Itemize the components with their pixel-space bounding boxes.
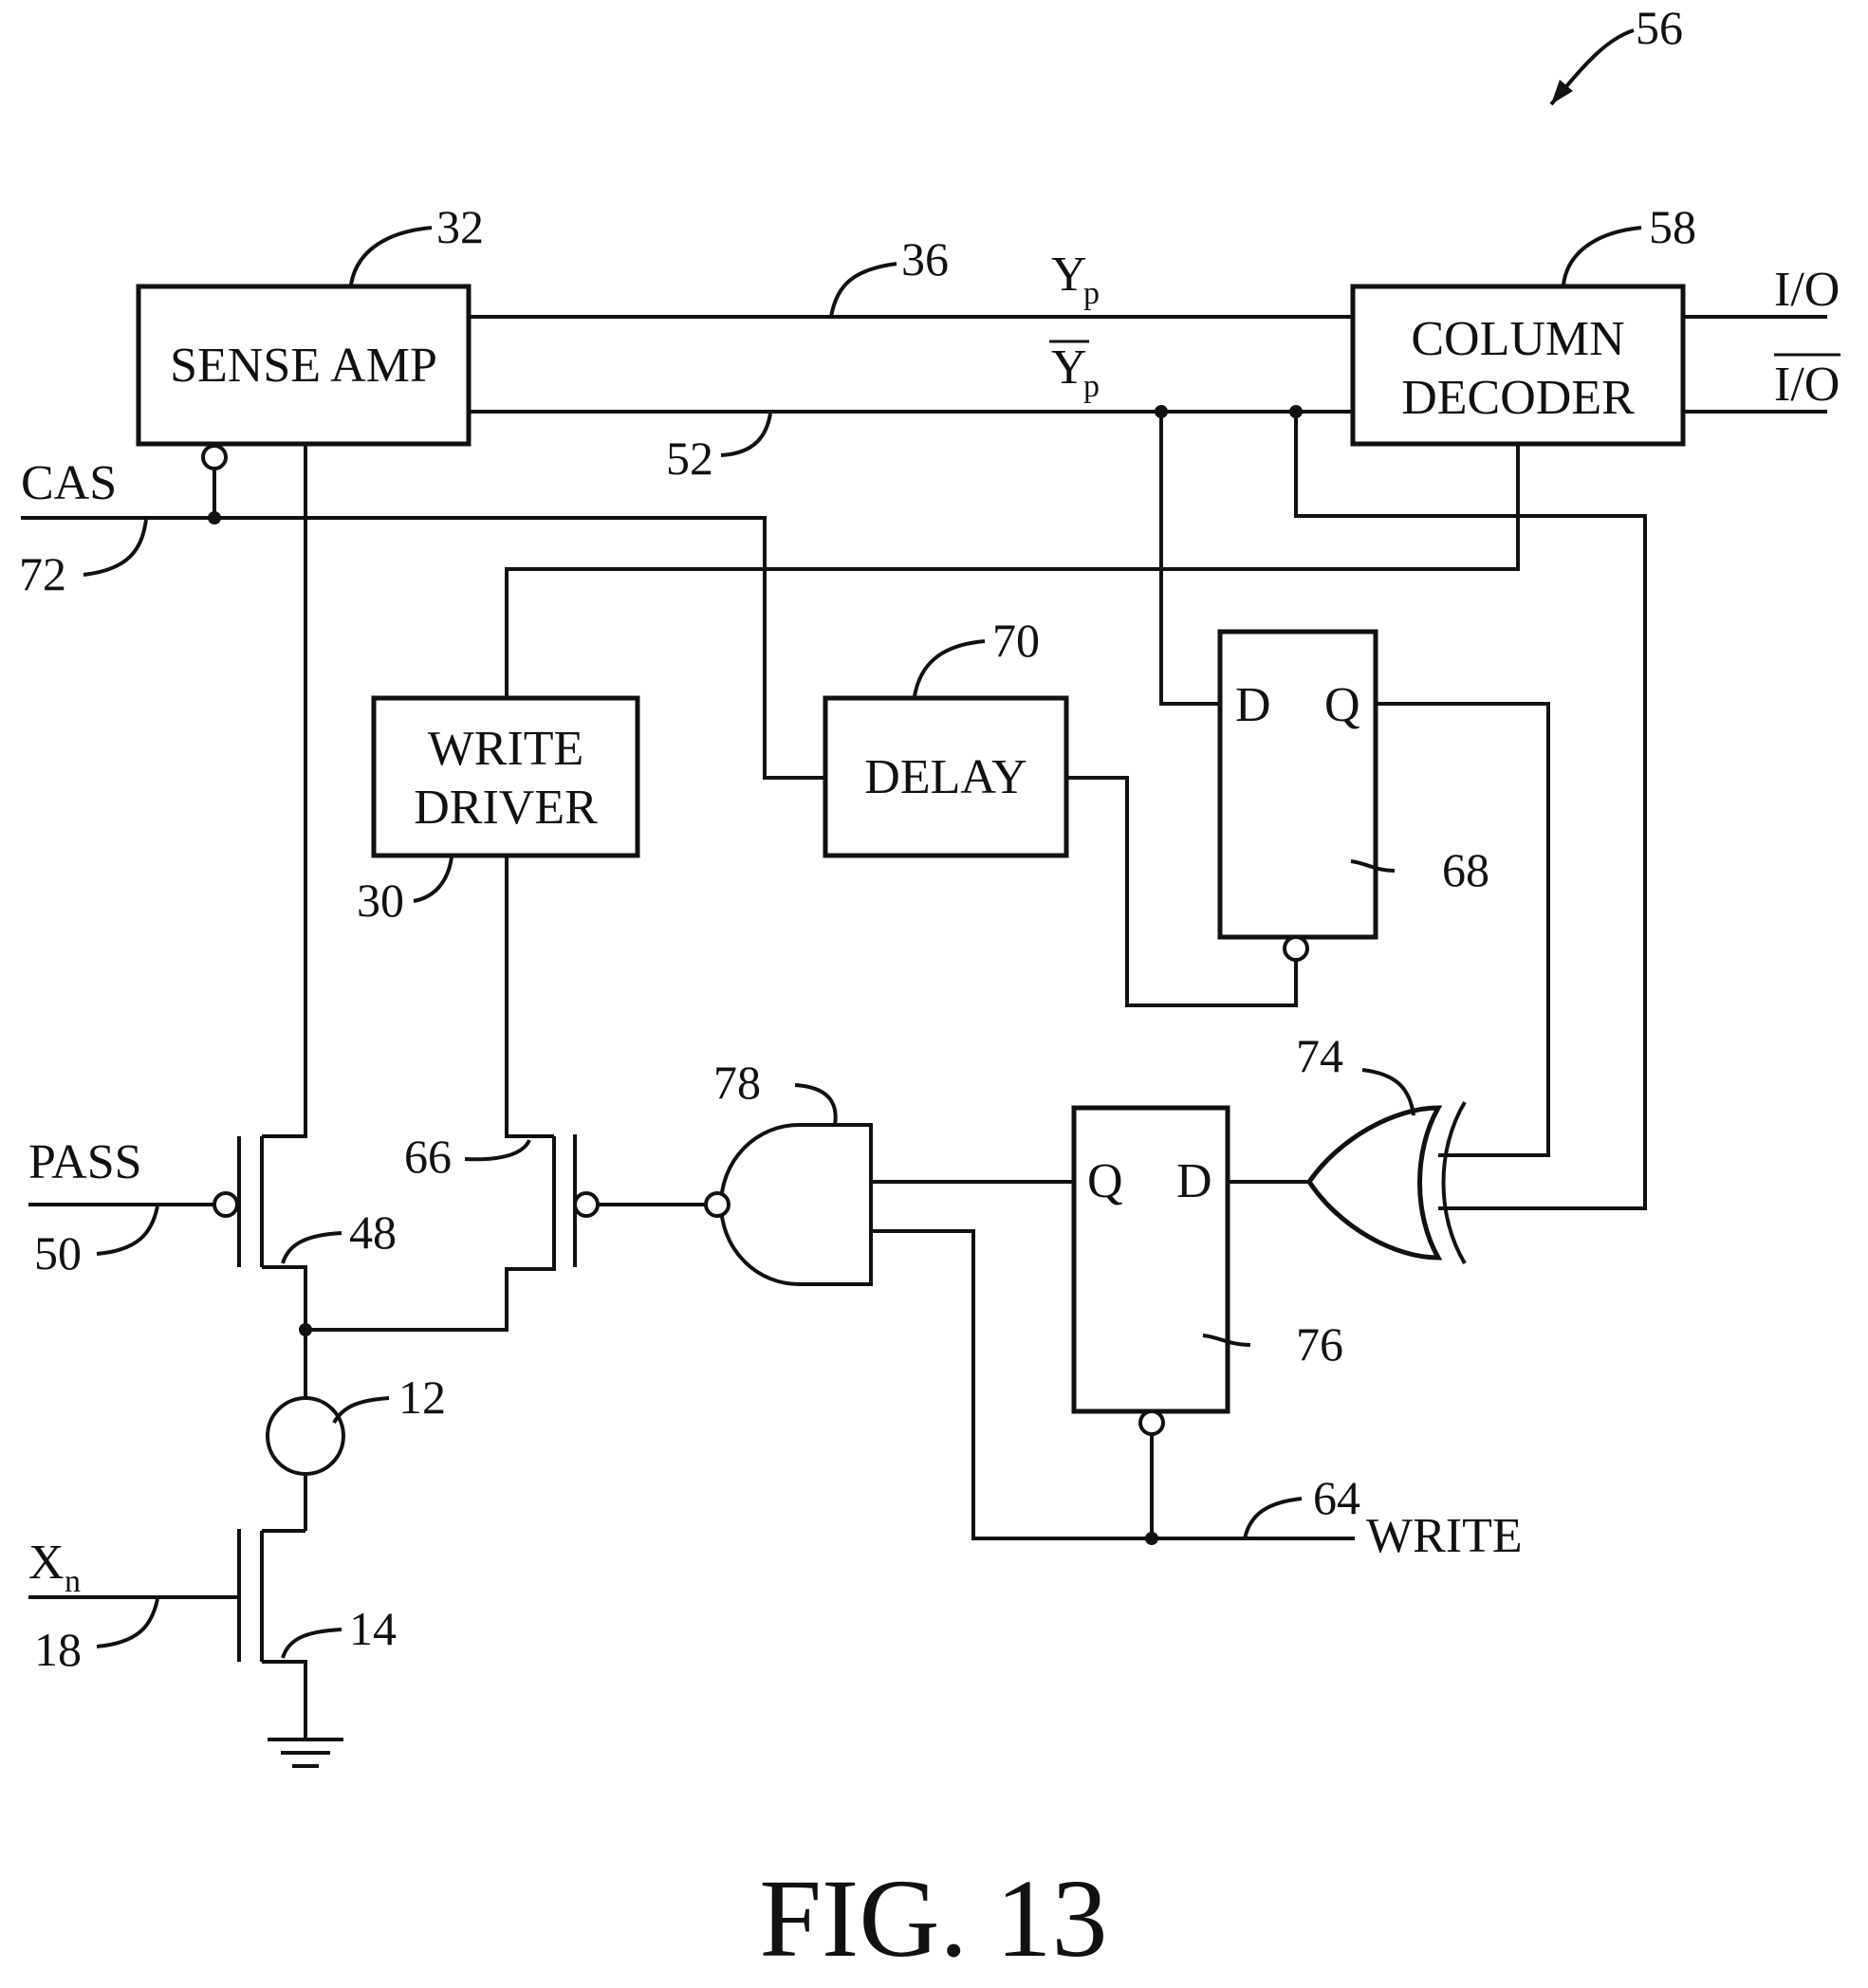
- ref-56: 56: [1636, 1, 1683, 54]
- ref-12: 12: [398, 1371, 446, 1424]
- memory-cell-12: [268, 1398, 343, 1474]
- sense-amp-label: SENSE AMP: [170, 339, 437, 393]
- ref-66: 66: [404, 1130, 452, 1183]
- svg-text:p: p: [1083, 369, 1100, 404]
- yp-bar-label: Y p: [1049, 341, 1100, 404]
- ref-68: 68: [1442, 843, 1489, 896]
- yp-bar-to-ff68-d-wire: [1161, 412, 1220, 704]
- io-label: I/O: [1774, 263, 1840, 317]
- xor-gate-74: [1309, 1102, 1465, 1263]
- nand-gate-78: [706, 1125, 871, 1284]
- column-decoder-label-2: DECODER: [1401, 371, 1635, 425]
- x-n-label: X n: [28, 1536, 81, 1599]
- svg-text:Y: Y: [1051, 341, 1087, 395]
- write-driver-label-1: WRITE: [428, 722, 584, 776]
- ref-56-group: 56: [1551, 1, 1683, 104]
- column-decoder-label-1: COLUMN: [1411, 312, 1624, 366]
- ref-30: 30: [357, 874, 404, 927]
- io-bar-label: I/O: [1774, 358, 1840, 412]
- cas-label: CAS: [21, 456, 117, 510]
- ref-14: 14: [349, 1602, 397, 1655]
- transistor-48: [239, 1136, 305, 1330]
- ref-64: 64: [1313, 1471, 1360, 1524]
- svg-text:n: n: [65, 1564, 81, 1599]
- ref-36: 36: [901, 232, 949, 285]
- ref-32: 32: [436, 200, 484, 253]
- transistor-14: [239, 1529, 305, 1738]
- flip-flop-76: [1074, 1108, 1228, 1411]
- ref-52: 52: [666, 432, 713, 485]
- write-label: WRITE: [1366, 1509, 1523, 1563]
- ref-74: 74: [1296, 1029, 1343, 1082]
- ref-76: 76: [1296, 1317, 1343, 1371]
- svg-text:p: p: [1083, 276, 1100, 311]
- ff68-d-label: D: [1235, 678, 1271, 732]
- sense-amp-to-transistor-wire: [262, 444, 305, 1136]
- ff76-q-label: Q: [1087, 1154, 1123, 1208]
- ref-70: 70: [992, 614, 1040, 667]
- ref-78: 78: [713, 1056, 761, 1109]
- write-driver-label-2: DRIVER: [414, 781, 598, 835]
- ref-48: 48: [349, 1206, 397, 1259]
- ref-72: 72: [19, 547, 66, 600]
- ref-58: 58: [1649, 200, 1696, 253]
- pass-label: PASS: [28, 1135, 142, 1189]
- ff68-q-label: Q: [1324, 678, 1360, 732]
- svg-text:Y: Y: [1051, 248, 1087, 302]
- ground-symbol: [268, 1740, 343, 1766]
- ff76-d-label: D: [1176, 1154, 1212, 1208]
- figure-caption: FIG. 13: [759, 1856, 1107, 1980]
- write-driver-to-transistor-66-wire: [507, 856, 554, 1136]
- ref-18: 18: [34, 1623, 82, 1676]
- delay-label: DELAY: [864, 750, 1026, 804]
- svg-text:X: X: [28, 1536, 65, 1590]
- yp-label: Y p: [1051, 248, 1100, 311]
- ref-50: 50: [34, 1226, 82, 1279]
